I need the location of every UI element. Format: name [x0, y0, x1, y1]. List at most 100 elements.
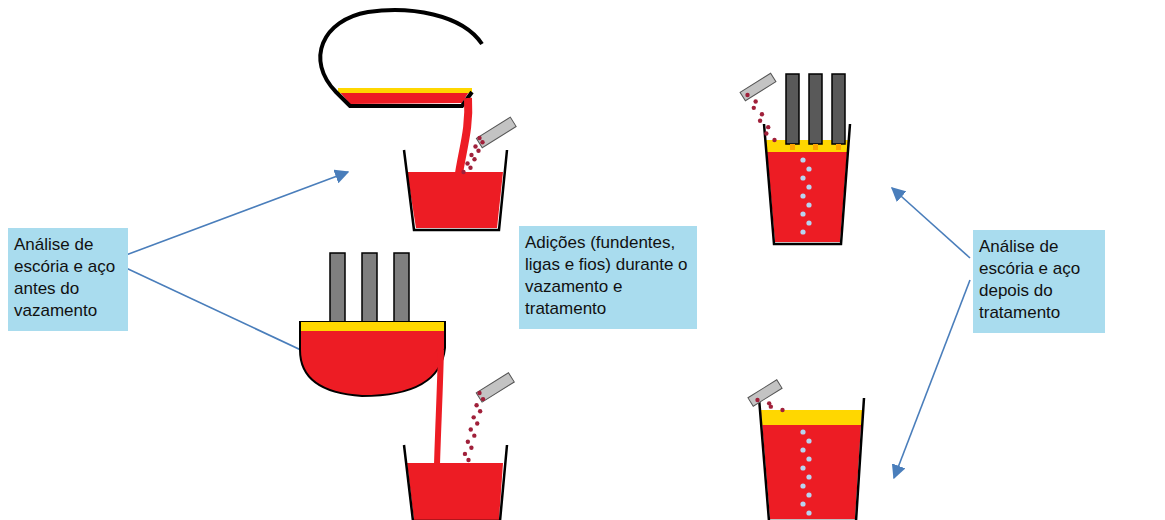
converter	[320, 10, 482, 106]
addition-particles	[472, 157, 476, 161]
ladle-furnace	[766, 140, 848, 242]
gas-bubbles	[806, 202, 811, 207]
gas-bubbles	[800, 157, 811, 234]
gas-bubbles	[800, 175, 805, 180]
gas-bubbles	[800, 229, 805, 234]
ladle	[404, 445, 507, 520]
text-box: Análise de escória e aço depois do trata…	[973, 230, 1105, 333]
gas-bubbles	[800, 465, 805, 470]
gas-bubbles	[800, 447, 805, 452]
addition-particles	[468, 166, 472, 170]
addition-particles	[755, 398, 759, 402]
stirring-ladle	[761, 410, 862, 425]
addition-particles	[478, 409, 482, 413]
gas-bubbles	[800, 211, 805, 216]
addition-particles	[753, 99, 757, 103]
addition-particles	[471, 415, 475, 419]
addition-particles	[469, 446, 473, 450]
addition-particles	[465, 161, 469, 165]
leader-arrow	[892, 188, 970, 258]
leader-arrow	[126, 172, 348, 255]
gas-bubbles	[806, 474, 811, 479]
addition-particles	[463, 391, 485, 462]
electrode	[786, 74, 845, 144]
addition-particles	[745, 93, 749, 97]
ladle	[404, 445, 507, 520]
addition-particles	[461, 170, 465, 174]
addition-particles	[766, 125, 770, 129]
addition-particles	[760, 112, 764, 116]
arc	[790, 144, 795, 150]
gas-bubbles	[800, 429, 811, 515]
gas-bubbles	[800, 193, 805, 198]
addition-particles	[463, 452, 467, 456]
electrode	[330, 253, 345, 323]
addition-chute	[476, 117, 516, 148]
addition-particles	[461, 136, 484, 174]
steel-stream	[437, 350, 441, 465]
electrode	[809, 74, 822, 144]
arc-furnace	[301, 322, 444, 331]
gas-bubbles	[800, 429, 805, 434]
gas-bubbles	[806, 220, 811, 225]
arc	[836, 144, 841, 150]
steel-stream	[437, 350, 441, 465]
addition-particles	[764, 131, 768, 135]
arc-furnace	[300, 322, 445, 396]
text-box: Análise de escória e aço antes do vazame…	[8, 228, 128, 331]
addition-chute	[748, 380, 782, 406]
addition-particles	[469, 153, 473, 157]
addition-particles	[752, 106, 756, 110]
addition-particles	[474, 403, 478, 407]
electrode	[786, 74, 799, 144]
ladle	[404, 150, 507, 230]
steel-stream	[458, 98, 468, 180]
addition-particles	[476, 149, 480, 153]
gas-bubbles	[800, 501, 805, 506]
gas-bubbles	[806, 456, 811, 461]
stirring-ladle	[759, 398, 864, 520]
box-text: Análise de escória e aço depois do trata…	[979, 236, 1099, 324]
addition-chute	[476, 373, 514, 402]
arc	[813, 144, 818, 150]
addition-chute	[748, 380, 782, 406]
converter	[338, 88, 472, 93]
stirring-ladle	[759, 398, 864, 520]
box-text: Adições (fundentes, ligas e fios) durant…	[525, 232, 691, 320]
addition-particles	[780, 408, 784, 412]
addition-chute	[740, 73, 776, 101]
ladle	[407, 172, 503, 228]
box-text: Análise de escória e aço antes do vazame…	[14, 234, 122, 322]
addition-particles	[473, 144, 477, 148]
electrode	[362, 253, 377, 323]
gas-bubbles	[806, 510, 811, 515]
converter	[320, 10, 482, 106]
gas-bubbles	[806, 492, 811, 497]
addition-particles	[769, 404, 773, 408]
addition-particles	[472, 433, 476, 437]
electrode	[330, 253, 409, 323]
addition-chute	[476, 373, 514, 402]
electrode	[832, 74, 845, 144]
ladle	[407, 463, 503, 520]
ladle	[404, 150, 507, 230]
gas-bubbles	[800, 483, 805, 488]
addition-particles	[466, 458, 470, 462]
addition-particles	[755, 398, 784, 412]
addition-particles	[466, 440, 470, 444]
addition-particles	[745, 93, 776, 142]
addition-particles	[481, 397, 485, 401]
stirring-ladle	[761, 410, 862, 519]
leader-arrow	[894, 280, 970, 478]
addition-particles	[469, 427, 473, 431]
gas-bubbles	[800, 157, 805, 162]
arc	[790, 144, 841, 150]
addition-chute	[476, 117, 516, 148]
steel-stream	[458, 98, 468, 180]
addition-particles	[477, 136, 481, 140]
addition-particles	[475, 421, 479, 425]
addition-particles	[772, 138, 776, 142]
gas-bubbles	[806, 438, 811, 443]
arc-furnace	[300, 322, 445, 396]
